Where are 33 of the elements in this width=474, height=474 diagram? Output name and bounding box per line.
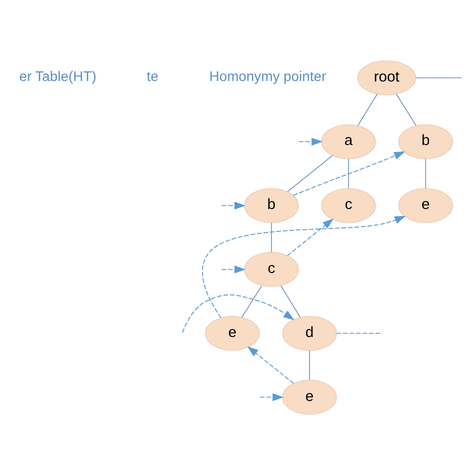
node-ellipse: a bbox=[321, 124, 376, 159]
arrow bbox=[221, 201, 246, 209]
label: er Table(HT) bbox=[19, 68, 96, 84]
arrow bbox=[286, 218, 334, 256]
connector bbox=[415, 76, 462, 78]
node-ellipse: c bbox=[244, 252, 299, 286]
node-ellipse: e bbox=[282, 379, 337, 414]
arrow bbox=[298, 137, 323, 146]
node-ellipse: b bbox=[244, 188, 299, 222]
node-ellipse: e bbox=[398, 188, 454, 222]
arrow bbox=[259, 392, 284, 401]
connector bbox=[241, 284, 262, 318]
arrow bbox=[292, 150, 406, 196]
connector bbox=[348, 158, 349, 188]
node-ellipse: c bbox=[321, 188, 376, 222]
arrow bbox=[221, 265, 246, 273]
node-ellipse: root bbox=[357, 60, 416, 95]
connector bbox=[357, 93, 378, 126]
node-ellipse: d bbox=[282, 315, 337, 350]
connector bbox=[280, 284, 301, 318]
connector bbox=[425, 158, 426, 188]
arrow bbox=[202, 215, 406, 318]
label: te bbox=[146, 68, 158, 84]
arrow bbox=[182, 294, 294, 333]
node-ellipse: b bbox=[398, 124, 454, 159]
arrow bbox=[247, 346, 294, 384]
connector bbox=[309, 350, 310, 380]
connector bbox=[270, 222, 272, 252]
connector bbox=[396, 93, 417, 126]
node-ellipse: e bbox=[205, 315, 260, 350]
connector bbox=[336, 332, 383, 334]
label: Homonymy pointer bbox=[209, 68, 326, 84]
connector bbox=[286, 154, 334, 192]
